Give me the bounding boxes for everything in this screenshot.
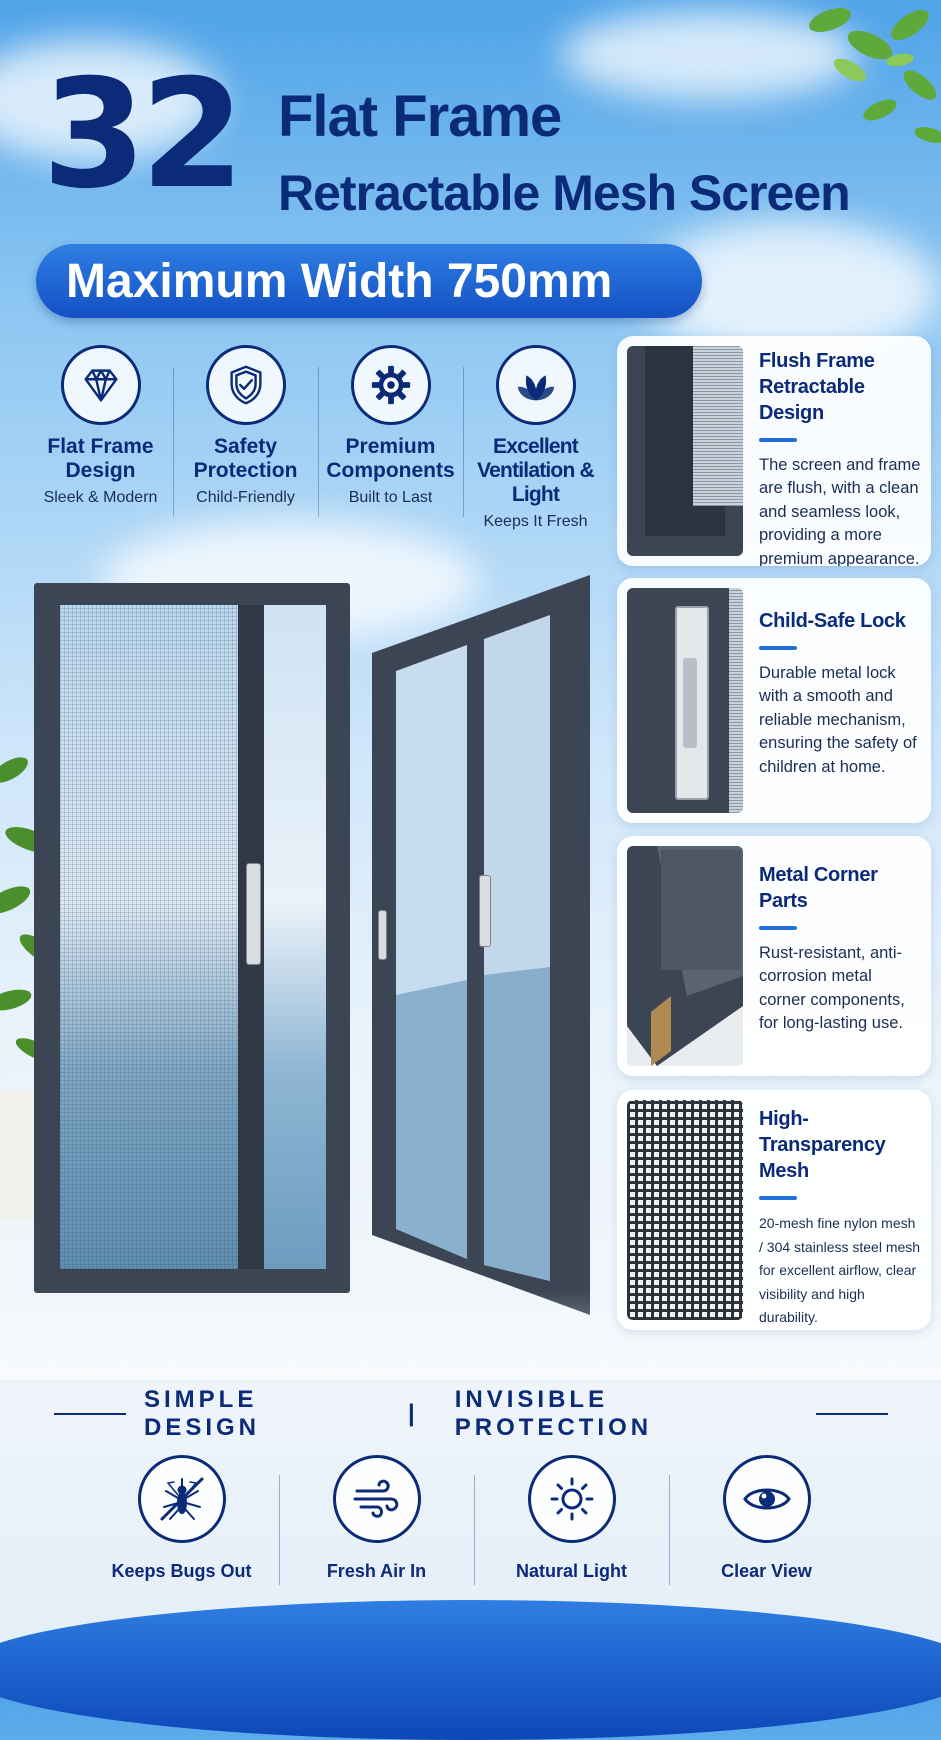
feature-row: Flat Frame Design Sleek & Modern Safety …	[28, 345, 608, 535]
feature-subtitle: Child-Friendly	[196, 489, 295, 507]
max-width-badge: Maximum Width 750mm	[36, 244, 702, 318]
tagline-separator: |	[408, 1400, 419, 1427]
divider	[54, 1413, 126, 1415]
eye-icon	[722, 1455, 811, 1543]
gear-icon	[350, 345, 431, 425]
card-body: Rust-resistant, anti-corrosion metal cor…	[759, 944, 905, 1033]
feature-ventilation: Excellent Ventilation & Light Keeps It F…	[463, 345, 608, 535]
card-body: 20-mesh fine nylon mesh / 304 stainless …	[759, 1215, 921, 1326]
feature-flat-frame: Flat Frame Design Sleek & Modern	[28, 345, 173, 535]
feature-components: Premium Components Built to Last	[318, 345, 463, 535]
door-latch	[378, 910, 387, 960]
benefit-bugs: Keeps Bugs Out	[84, 1455, 279, 1582]
model-number: 32	[42, 48, 245, 222]
leaf-icon	[495, 345, 576, 425]
metal-corner-photo	[627, 846, 743, 1066]
diamond-icon	[60, 345, 141, 425]
accent-bar	[759, 438, 797, 442]
right-door-frame	[372, 575, 590, 1315]
feature-safety: Safety Protection Child-Friendly	[173, 345, 318, 535]
feature-title: Excellent Ventilation & Light	[477, 435, 595, 507]
product-title-line2: Retractable Mesh Screen	[278, 165, 851, 221]
benefit-label: Clear View	[721, 1561, 812, 1581]
bottom-wave	[0, 1600, 941, 1740]
accent-bar	[759, 646, 797, 650]
card-body: Durable metal lock with a smooth and rel…	[759, 664, 917, 776]
card-flush-frame: Flush Frame Retractable Design The scree…	[617, 336, 931, 566]
benefit-air: Fresh Air In	[279, 1455, 474, 1585]
shield-check-icon	[205, 345, 286, 425]
max-width-text: Maximum Width 750mm	[66, 254, 613, 308]
door-handle	[246, 863, 261, 965]
wind-icon	[332, 1455, 421, 1543]
door-handle	[479, 875, 491, 947]
benefit-label: Fresh Air In	[326, 1561, 427, 1581]
tagline-left: SIMPLE DESIGN	[144, 1386, 261, 1441]
divider	[816, 1413, 888, 1415]
accent-bar	[759, 1196, 797, 1200]
open-panel	[264, 605, 326, 1269]
feature-subtitle: Built to Last	[348, 489, 433, 507]
feature-title: Safety Protection	[193, 435, 298, 483]
card-metal-corner: Metal Corner Parts Rust-resistant, anti-…	[617, 836, 931, 1076]
card-title: Metal Corner Parts	[759, 864, 878, 912]
left-door-frame	[34, 583, 350, 1293]
benefit-label: Natural Light	[516, 1561, 627, 1581]
benefit-label: Keeps Bugs Out	[111, 1561, 252, 1581]
card-title: High-Transparency Mesh	[759, 1108, 886, 1182]
child-lock-photo	[627, 588, 743, 813]
tagline-right: INVISIBLE PROTECTION	[454, 1386, 653, 1441]
benefit-row: Keeps Bugs Out Fresh Air In Natural Ligh…	[84, 1455, 864, 1585]
mesh-panel	[60, 605, 240, 1269]
feature-subtitle: Keeps It Fresh	[483, 513, 588, 531]
flush-frame-photo	[627, 346, 743, 556]
cloud	[0, 40, 220, 160]
sun-icon	[527, 1455, 616, 1543]
accent-bar	[759, 926, 797, 930]
card-body: The screen and frame are flush, with a c…	[759, 456, 921, 566]
tagline: SIMPLE DESIGN | INVISIBLE PROTECTION	[54, 1386, 888, 1442]
card-title: Flush Frame Retractable Design	[759, 350, 875, 424]
benefit-view: Clear View	[669, 1455, 864, 1585]
feature-title: Premium Components	[326, 435, 455, 483]
card-child-lock: Child-Safe Lock Durable metal lock with …	[617, 578, 931, 823]
mosquito-blocked-icon	[137, 1455, 226, 1543]
card-mesh: High-Transparency Mesh 20-mesh fine nylo…	[617, 1090, 931, 1330]
product-title-line1: Flat Frame	[278, 84, 562, 149]
tree-leaves	[809, 7, 941, 143]
feature-subtitle: Sleek & Modern	[43, 489, 158, 507]
card-title: Child-Safe Lock	[759, 610, 906, 632]
mesh-closeup-photo	[627, 1100, 743, 1320]
benefit-light: Natural Light	[474, 1455, 669, 1585]
feature-title: Flat Frame Design	[47, 435, 154, 483]
